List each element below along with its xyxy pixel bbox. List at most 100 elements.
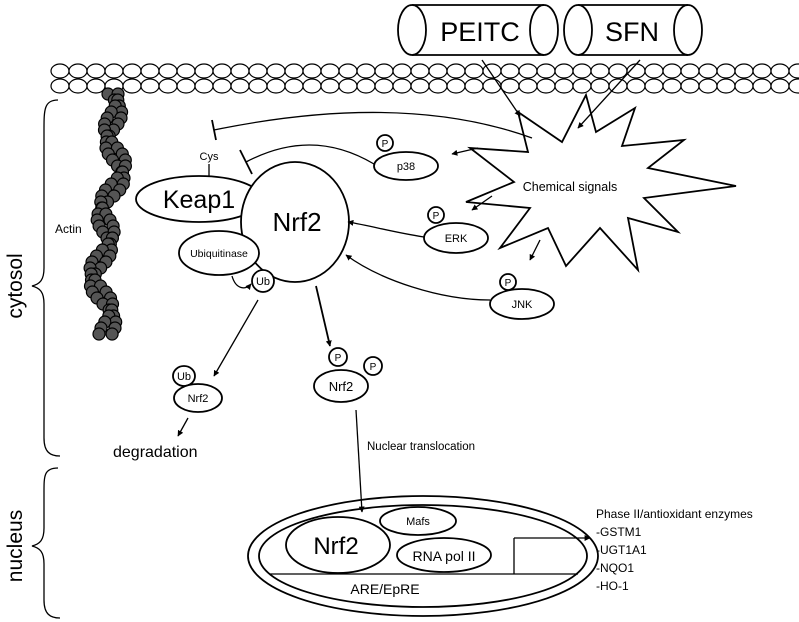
membrane-lipid (428, 63, 448, 79)
nucleus-inner-membrane (258, 504, 588, 608)
p38-node (373, 151, 439, 181)
ub-small-label: Ub (256, 276, 270, 288)
chemical-signals-burst (465, 92, 737, 273)
membrane-lipid (752, 78, 772, 94)
cytosol-label: cytosol (4, 253, 27, 318)
nrf2-degradation-node (173, 383, 223, 413)
membrane-lipid (410, 63, 430, 79)
actin-bead (92, 327, 106, 341)
membrane-lipid (464, 78, 484, 94)
ubiquitination-arrow (231, 275, 252, 291)
membrane-lipid (374, 78, 394, 94)
cys-inhibition-line (213, 111, 533, 139)
nrf2-nucleus-node (285, 516, 391, 574)
membrane-lipid (284, 78, 304, 94)
membrane-lipid (86, 63, 106, 79)
chem-to-erk-arrow (471, 195, 493, 211)
membrane-lipid (176, 78, 196, 94)
actin-filament (83, 87, 133, 341)
cys-label: Cys (200, 151, 219, 163)
enzyme-ho1: -HO-1 (596, 579, 629, 593)
nucleus-outer-membrane (247, 495, 599, 617)
membrane-lipid (392, 78, 412, 94)
p38-inhibition-bar (239, 149, 253, 175)
membrane-lipid (356, 63, 376, 79)
membrane-lipid (50, 63, 70, 79)
membrane-lipid (176, 63, 196, 79)
cell-membrane (50, 63, 799, 94)
nrf2-phos-node (313, 369, 369, 403)
membrane-lipid (662, 63, 682, 79)
enzyme-gstm1: -GSTM1 (596, 525, 642, 539)
enzyme-nqo1: -NQO1 (596, 561, 634, 575)
membrane-lipid (284, 63, 304, 79)
jnk-label: JNK (512, 299, 533, 311)
membrane-lipid (698, 78, 718, 94)
membrane-lipid (464, 63, 484, 79)
membrane-lipid (140, 78, 160, 94)
cytosol-brace (31, 99, 61, 457)
membrane-lipid (482, 78, 502, 94)
jnk-phospho-label: P (505, 278, 512, 289)
membrane-lipid (194, 78, 214, 94)
membrane-lipid (428, 78, 448, 94)
nrf2-degradation-label: Nrf2 (188, 393, 209, 405)
p38-phospho-node (376, 134, 394, 152)
mafs-node (379, 506, 457, 536)
membrane-lipid (302, 63, 322, 79)
actin-label: Actin (55, 222, 82, 236)
membrane-lipid (518, 78, 538, 94)
jnk-to-nrf2-arrow (345, 254, 491, 301)
nrf2-main-label: Nrf2 (272, 207, 321, 237)
jnk-node (489, 288, 555, 320)
membrane-lipid (554, 63, 574, 79)
sfn-arrow (577, 59, 641, 129)
p38-phospho-label: P (382, 139, 389, 150)
ubiquitinase-node (178, 230, 260, 276)
membrane-lipid (230, 78, 250, 94)
peitc-arrow (481, 59, 521, 117)
membrane-lipid (212, 78, 232, 94)
erk-node (423, 222, 489, 254)
mafs-label: Mafs (406, 516, 430, 528)
ub-tag-label: Ub (177, 371, 191, 383)
membrane-lipid (374, 63, 394, 79)
membrane-lipid (302, 78, 322, 94)
sfn-cylinder: SFN (563, 4, 703, 56)
enzymes-title: Phase II/antioxidant enzymes (596, 507, 753, 521)
erk-phospho-node (427, 206, 445, 224)
nrf2-nucleus-label: Nrf2 (313, 533, 358, 560)
actin-bead (105, 327, 119, 341)
p-a-node (328, 347, 348, 367)
membrane-lipid (212, 63, 232, 79)
p-b-label: P (370, 362, 377, 373)
membrane-lipid (788, 78, 799, 94)
cys-inhibition-bar (211, 119, 217, 141)
membrane-lipid (518, 63, 538, 79)
erk-to-nrf2-arrow (347, 219, 425, 238)
chemical-signals-label: Chemical signals (523, 180, 617, 194)
membrane-lipid (662, 78, 682, 94)
membrane-lipid (536, 63, 556, 79)
membrane-lipid (230, 63, 250, 79)
membrane-lipid (356, 78, 376, 94)
are-label: ARE/EpRE (350, 581, 419, 597)
membrane-lipid (644, 63, 664, 79)
ub-to-degradation-arrow (213, 299, 259, 377)
membrane-lipid (788, 63, 799, 79)
membrane-lipid (500, 63, 520, 79)
erk-label: ERK (445, 233, 468, 245)
sfn-label: SFN (605, 17, 659, 47)
membrane-lipid (572, 78, 592, 94)
enzyme-ugt1a1: -UGT1A1 (596, 543, 647, 557)
membrane-lipid (536, 78, 556, 94)
membrane-lipid (716, 78, 736, 94)
nuclear-translocation-arrow (355, 409, 365, 513)
degradation-arrow (177, 417, 189, 437)
membrane-lipid (158, 63, 178, 79)
membrane-lipid (140, 63, 160, 79)
peitc-label: PEITC (440, 17, 520, 47)
membrane-lipid (68, 78, 88, 94)
rna-pol-node (396, 537, 492, 573)
